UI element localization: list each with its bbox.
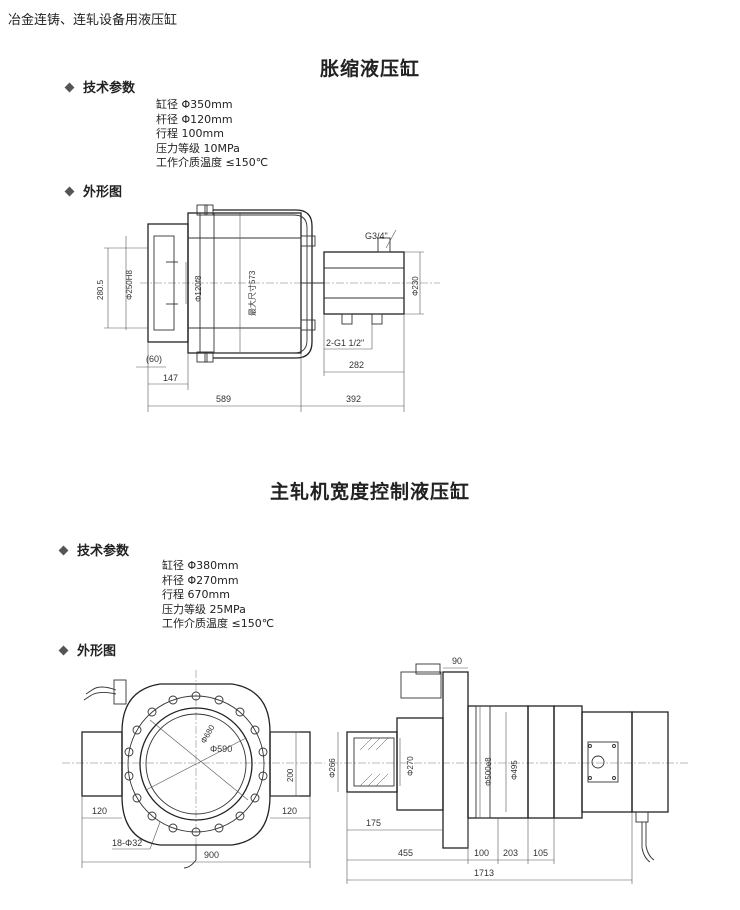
dim-g1-half: 2-G1 1/2" — [326, 338, 364, 348]
diamond-bullet-icon — [58, 545, 69, 556]
section1-params-list: 缸径 Φ350mm 杆径 Φ120mm 行程 100mm 压力等级 10MPa … — [156, 98, 268, 171]
param-temperature: 工作介质温度 ≤150℃ — [162, 617, 275, 630]
dim-203: 203 — [503, 848, 518, 858]
section2-params-heading: 技术参数 — [58, 540, 130, 559]
dim-105: 105 — [533, 848, 548, 858]
dim-589: 589 — [216, 394, 231, 404]
section1-drawing-heading: 外形图 — [64, 181, 123, 200]
dim-d495: Φ495 — [510, 760, 519, 780]
dim-d120f8: Φ120f8 — [194, 275, 203, 302]
dim-392: 392 — [346, 394, 361, 404]
dim-90: 90 — [452, 656, 462, 666]
dim-280-5: 280.5 — [96, 279, 105, 300]
dim-60: (60) — [146, 354, 162, 364]
param-bore: 缸径 Φ380mm — [162, 559, 239, 572]
dim-282: 282 — [349, 360, 364, 370]
section1-drawing-label: 外形图 — [83, 185, 123, 200]
dim-175: 175 — [366, 818, 381, 828]
diamond-bullet-icon — [64, 82, 75, 93]
param-rod: 杆径 Φ270mm — [162, 573, 239, 587]
dim-120-right: 120 — [282, 806, 297, 816]
dim-900: 900 — [204, 850, 219, 860]
dim-1713: 1713 — [474, 868, 494, 878]
dim-147: 147 — [163, 373, 178, 383]
dim-200: 200 — [286, 768, 295, 782]
dim-d500e8: Φ500e8 — [484, 757, 493, 786]
section2-drawing: Φ680 Φ590 200 120 120 18-Φ32 900 90 — [62, 656, 690, 884]
param-bore: 缸径 Φ350mm — [156, 98, 233, 111]
section2-params-list: 缸径 Φ380mm 杆径 Φ270mm 行程 670mm 压力等级 25MPa … — [162, 559, 274, 632]
dim-d230: Φ230 — [411, 276, 420, 296]
dim-d266: Φ266 — [328, 758, 337, 778]
dim-d250h8: Φ250H8 — [125, 269, 134, 300]
param-stroke: 行程 100mm — [156, 127, 224, 140]
section1-drawing: 280.5 Φ250H8 Φ120f8 最大尺寸573 G3/4" Φ230 2… — [96, 204, 440, 412]
param-pressure: 压力等级 10MPa — [156, 141, 240, 155]
section2-drawing-label: 外形图 — [77, 644, 117, 659]
section1-title: 胀缩液压缸 — [319, 58, 420, 80]
dim-120-left: 120 — [92, 806, 107, 816]
dim-d270: Φ270 — [406, 756, 415, 776]
section2-drawing-heading: 外形图 — [58, 640, 117, 659]
section1-params-heading: 技术参数 — [64, 77, 136, 96]
section2-params-label: 技术参数 — [77, 544, 130, 559]
dim-455: 455 — [398, 848, 413, 858]
section1-params-label: 技术参数 — [83, 81, 136, 96]
dim-holes: 18-Φ32 — [112, 838, 142, 848]
page-header: 冶金连铸、连轧设备用液压缸 — [8, 13, 178, 28]
param-stroke: 行程 670mm — [162, 588, 230, 601]
param-pressure: 压力等级 25MPa — [162, 602, 246, 616]
dim-100: 100 — [474, 848, 489, 858]
param-rod: 杆径 Φ120mm — [156, 112, 233, 126]
dim-d680: Φ680 — [199, 723, 217, 745]
dim-max-573: 最大尺寸573 — [247, 270, 257, 316]
section2-title: 主轧机宽度控制液压缸 — [269, 481, 470, 503]
dim-d590: Φ590 — [210, 744, 232, 754]
dim-g34: G3/4" — [365, 231, 388, 241]
param-temperature: 工作介质温度 ≤150℃ — [156, 156, 269, 169]
